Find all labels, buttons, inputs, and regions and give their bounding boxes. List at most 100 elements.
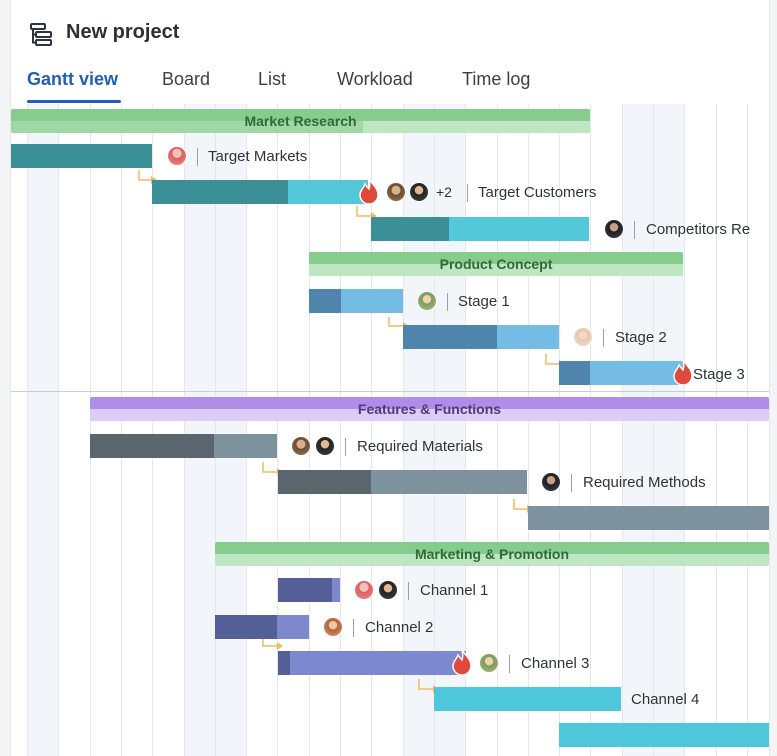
task-bar-stage2[interactable] — [403, 325, 559, 349]
label-divider — [447, 293, 448, 311]
day-gridline — [590, 104, 591, 756]
assignee-avatar — [386, 182, 406, 202]
day-gridline — [90, 104, 91, 756]
assignee-avatar — [315, 436, 335, 456]
day-gridline — [27, 104, 28, 756]
day-gridline — [684, 104, 685, 756]
day-gridline — [622, 104, 623, 756]
project-tree-icon — [30, 23, 52, 46]
task-bar-next[interactable] — [559, 723, 769, 747]
assignee-avatar — [604, 219, 624, 239]
assignee-avatar — [323, 617, 343, 637]
assignee-avatar — [417, 291, 437, 311]
label-divider — [603, 329, 604, 347]
tab-time-log[interactable]: Time log — [462, 69, 531, 89]
task-label-stage3: Stage 3 — [693, 366, 745, 383]
label-divider — [634, 221, 635, 239]
weekend-column — [183, 104, 215, 756]
section-divider — [11, 391, 769, 392]
critical-flame-icon — [359, 178, 379, 204]
task-label-required-materials: Required Materials — [357, 438, 483, 455]
task-bar-channel3[interactable] — [278, 651, 466, 675]
task-label-channel1: Channel 1 — [420, 582, 489, 599]
day-gridline — [152, 104, 153, 756]
task-bar-target-customers[interactable] — [152, 180, 368, 204]
group-label: Product Concept — [439, 256, 553, 272]
assignee-avatar — [479, 653, 499, 673]
group-bar-features-functions[interactable]: Features & Functions — [90, 397, 769, 421]
weekend-column — [433, 104, 466, 756]
group-bar-market-research[interactable]: Market Research — [11, 109, 590, 133]
day-gridline — [184, 104, 185, 756]
day-gridline — [340, 104, 341, 756]
day-gridline — [497, 104, 498, 756]
critical-flame-icon — [673, 359, 693, 385]
task-bar-target-markets-lead[interactable] — [11, 144, 152, 168]
label-divider — [345, 438, 346, 456]
tab-list[interactable]: List — [258, 69, 287, 89]
tab-workload[interactable]: Workload — [337, 69, 413, 89]
label-divider — [467, 184, 468, 202]
day-gridline — [716, 104, 717, 756]
weekend-column — [653, 104, 685, 756]
task-label-channel3: Channel 3 — [521, 655, 590, 672]
assignee-avatar — [167, 146, 187, 166]
weekend-column — [214, 104, 247, 756]
task-label-target-customers: Target Customers — [478, 184, 597, 201]
task-bar-channel2[interactable] — [215, 615, 309, 639]
day-gridline — [277, 104, 278, 756]
task-label-required-methods: Required Methods — [583, 474, 706, 491]
day-gridline — [528, 104, 529, 756]
label-divider — [353, 619, 354, 637]
day-gridline — [121, 104, 122, 756]
project-title: New project — [66, 21, 180, 43]
task-bar-competitors[interactable] — [371, 217, 589, 241]
day-gridline — [371, 104, 372, 756]
label-divider — [509, 655, 510, 673]
day-gridline — [58, 104, 59, 756]
day-gridline — [403, 104, 404, 756]
task-label-stage1: Stage 1 — [458, 293, 510, 310]
task-label-target-markets: Target Markets — [208, 148, 308, 165]
tab-gantt-view[interactable]: Gantt view — [27, 69, 119, 89]
day-gridline — [434, 104, 435, 756]
group-bar-product-concept[interactable]: Product Concept — [309, 252, 683, 276]
task-bar-stage1[interactable] — [309, 289, 403, 313]
task-bar-required-materials[interactable] — [90, 434, 277, 458]
task-label-channel2: Channel 2 — [365, 619, 434, 636]
tab-board[interactable]: Board — [162, 69, 211, 89]
day-gridline — [246, 104, 247, 756]
header: New project Gantt view Board List Worklo… — [11, 0, 769, 105]
app-window: New project Gantt view Board List Worklo… — [10, 0, 770, 756]
assignee-avatar — [354, 580, 374, 600]
day-gridline — [559, 104, 560, 756]
label-divider — [197, 148, 198, 166]
assignee-avatar — [291, 436, 311, 456]
assignee-avatar — [573, 327, 593, 347]
task-label-stage2: Stage 2 — [615, 329, 667, 346]
assignee-avatar — [541, 472, 561, 492]
task-bar-required-methods-next[interactable] — [528, 506, 769, 530]
label-divider — [571, 474, 572, 492]
weekend-column — [621, 104, 653, 756]
group-label: Marketing & Promotion — [414, 546, 569, 562]
day-gridline — [465, 104, 466, 756]
group-bar-marketing-promotion[interactable]: Marketing & Promotion — [215, 542, 769, 566]
label-divider — [408, 582, 409, 600]
critical-flame-icon — [452, 649, 472, 675]
extra-assignees-count: +2 — [436, 184, 452, 200]
task-bar-required-methods[interactable] — [278, 470, 527, 494]
weekend-column — [27, 104, 59, 756]
assignee-avatar — [409, 182, 429, 202]
task-bar-stage3[interactable] — [559, 361, 684, 385]
gantt-chart[interactable]: Market Research Target Markets +2 Target… — [11, 104, 769, 756]
day-gridline — [747, 104, 748, 756]
group-label: Market Research — [244, 113, 357, 129]
day-gridline — [309, 104, 310, 756]
task-bar-channel4[interactable] — [434, 687, 621, 711]
day-gridline — [215, 104, 216, 756]
assignee-avatar — [378, 580, 398, 600]
task-label-channel4: Channel 4 — [631, 691, 700, 708]
task-bar-channel1[interactable] — [278, 578, 340, 602]
group-label: Features & Functions — [357, 401, 502, 417]
